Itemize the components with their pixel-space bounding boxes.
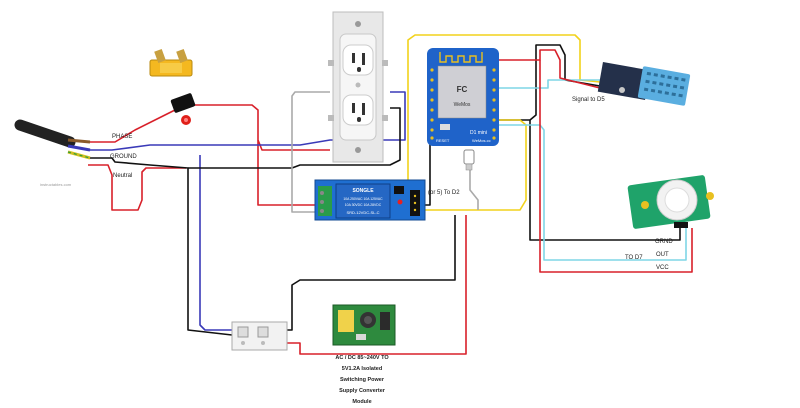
- dht-cyan-wire: [495, 79, 600, 89]
- source-credit: instructables.com: [40, 182, 72, 187]
- dht-sensor-module: [597, 62, 691, 106]
- pir-grnd-label: GRND: [655, 239, 673, 245]
- phase-label: PHASE: [112, 134, 132, 140]
- dht-black-wire: [495, 44, 601, 121]
- phase-wire-to-relay: [257, 140, 318, 206]
- board-fcc-mark: FC: [457, 85, 468, 94]
- board-reset-label: RESET: [436, 138, 450, 143]
- relay-brand: SONGLE: [352, 188, 374, 194]
- neutral-blue-wire: [88, 91, 406, 151]
- board-module-mark: WeMos: [454, 102, 471, 108]
- wall-outlet: [328, 11, 388, 163]
- relay-gray-wire: [291, 91, 330, 213]
- relay-signal-label: (or 5) To D2: [428, 190, 460, 196]
- ground-label: GROUND: [110, 154, 137, 160]
- pir-to-d7-label: TO D7: [625, 255, 643, 261]
- dht-signal-label: Signal to D5: [572, 97, 605, 103]
- pir-vcc-wire: [539, 60, 693, 273]
- converter-caption-line-3: Switching Power: [340, 377, 385, 383]
- neutral-red-loop: [88, 164, 186, 211]
- phase-wire-to-fuse: [88, 104, 330, 151]
- usb-cable: [463, 149, 475, 171]
- ground-black-wire: [88, 157, 233, 336]
- wemos-d1-mini-board: FC WeMos RESET D1 mini WeMos.cc: [427, 48, 499, 146]
- converter-caption-line-4: Supply Converter: [339, 388, 386, 394]
- converter-red-wire: [286, 215, 467, 355]
- relay-model: SRD-12VDC-SL-C: [346, 210, 379, 215]
- neutral-blue-down: [199, 155, 232, 331]
- pir-vcc-label: VCC: [656, 265, 669, 271]
- board-brand-label: WeMos.cc: [472, 138, 491, 143]
- converter-caption-line-2: 5V1.2A Isolated: [342, 366, 382, 372]
- converter-black-wire: [286, 215, 456, 331]
- neutral-label: Neutral: [113, 173, 132, 179]
- yellow-relay-wire: [422, 119, 527, 211]
- fuse-holder: [170, 93, 196, 125]
- relay-module: SONGLE 10A 250VAC 10A 125VAC 10A 30VDC 1…: [314, 179, 426, 221]
- blade-fuse: [149, 48, 193, 77]
- pir-out-label: OUT: [656, 252, 669, 258]
- pir-out-wire: [495, 124, 687, 261]
- mains-cable: [14, 119, 91, 160]
- ac-dc-converter-module: [332, 304, 396, 346]
- pir-sensor-module: [627, 175, 714, 229]
- terminal-block: [231, 321, 288, 351]
- wires: [88, 34, 693, 355]
- relay-rating-1: 10A 250VAC 10A 125VAC: [343, 197, 383, 201]
- converter-caption-line-5: Module: [352, 399, 371, 405]
- converter-caption-line-1: AC / DC 85~240V TO: [335, 355, 389, 361]
- pir-black-wire: [529, 120, 681, 241]
- converter-caption: AC / DC 85~240V TO 5V1.2A Isolated Switc…: [335, 355, 389, 405]
- relay-rating-2: 10A 30VDC 10A 28VDC: [345, 203, 382, 207]
- board-d1-label: D1 mini: [470, 130, 487, 136]
- dht-vcc-wire: [495, 49, 601, 89]
